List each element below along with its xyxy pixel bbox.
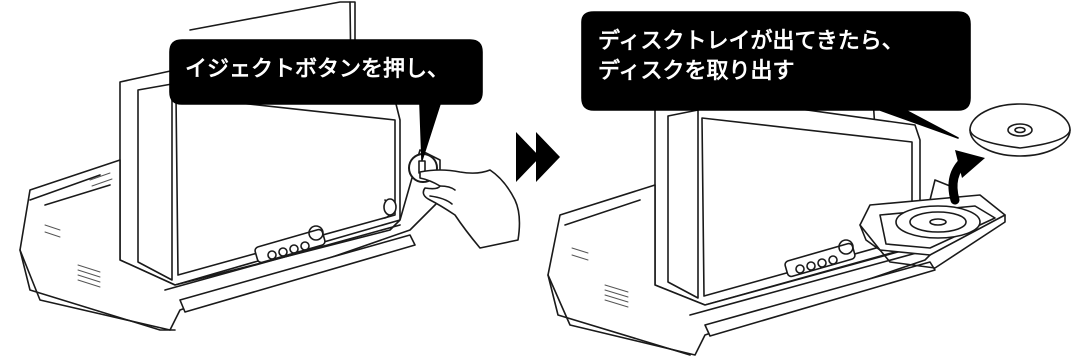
callout-left <box>169 39 483 161</box>
right-control-panel <box>784 239 856 278</box>
right-disc-tray <box>859 194 1006 269</box>
left-control-panel <box>254 225 326 264</box>
double-chevron-right-icon <box>516 132 560 182</box>
left-pc <box>19 1 441 331</box>
left-pc-base <box>19 149 441 331</box>
callout-right-line-2: ディスクを取り出す <box>598 59 795 84</box>
right-vent <box>571 247 629 308</box>
callout-left-text: イジェクトボタンを押し、 <box>185 57 450 82</box>
callout-right-text: ディスクトレイが出てきたら、 ディスクを取り出す <box>598 27 904 87</box>
right-pc <box>547 29 1071 356</box>
callout-right-line-1: ディスクトレイが出てきたら、 <box>598 29 904 54</box>
left-vent <box>44 172 113 288</box>
hand-icon <box>419 169 521 249</box>
callout-right <box>581 11 971 139</box>
curved-up-arrow-icon <box>948 150 985 205</box>
left-monitor-screen <box>175 95 396 276</box>
disc-icon <box>969 103 1071 157</box>
